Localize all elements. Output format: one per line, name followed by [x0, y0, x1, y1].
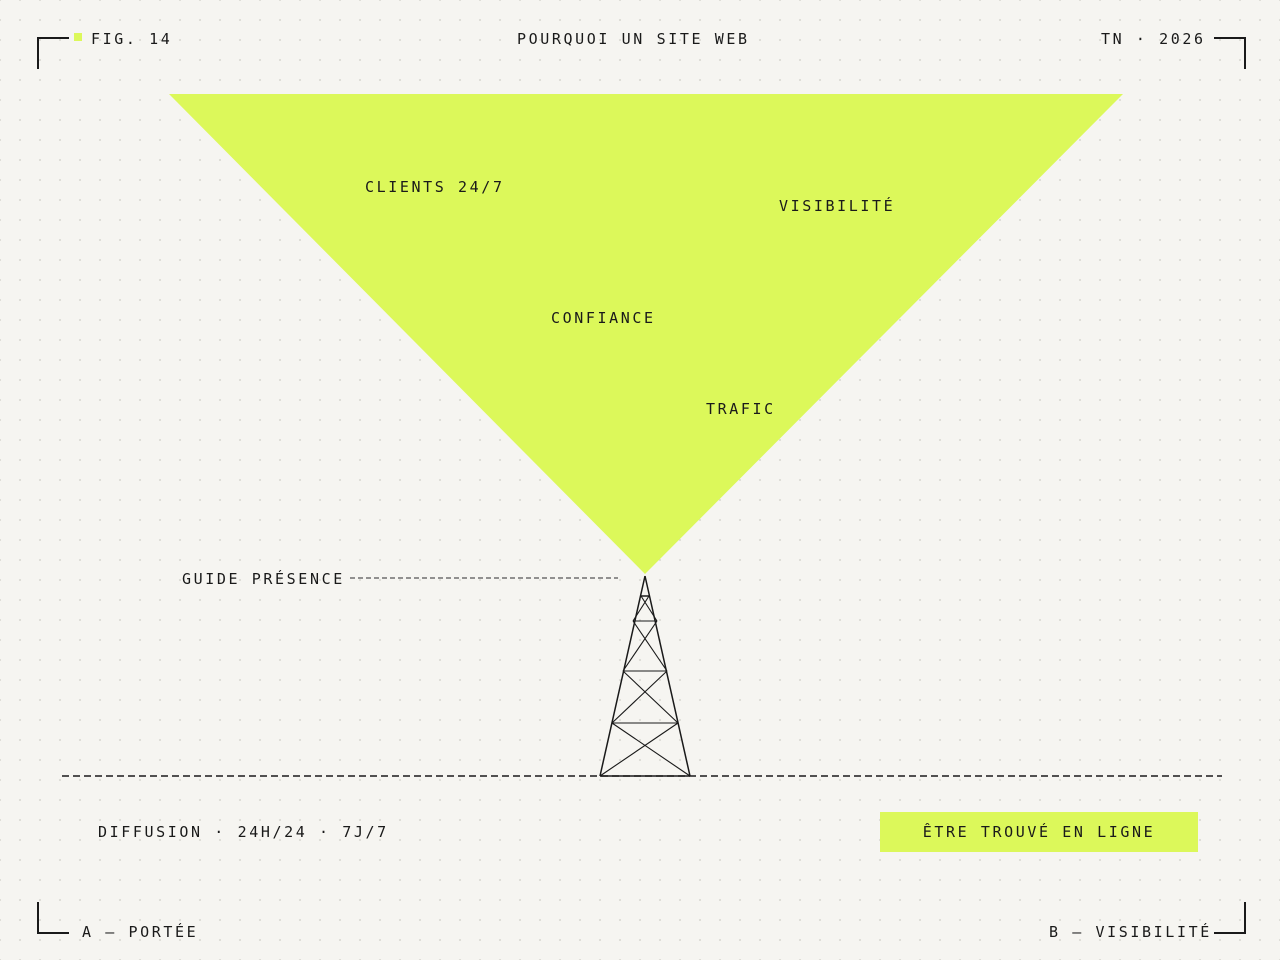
cta-button[interactable]: ÊTRE TROUVÉ EN LIGNE — [880, 812, 1198, 852]
footer-left-label: A — PORTÉE — [82, 923, 199, 941]
cone-label-confiance: CONFIANCE — [551, 309, 656, 327]
corner-bracket-bottom-left — [37, 902, 69, 934]
accent-square-icon — [74, 33, 82, 41]
cone-label-clients: CLIENTS 24/7 — [365, 178, 505, 196]
figure-label: FIG. 14 — [91, 30, 173, 48]
cone-label-visibilite: VISIBILITÉ — [779, 197, 896, 215]
corner-bracket-top-right — [1214, 37, 1246, 69]
transmission-tower-icon — [599, 575, 691, 777]
visibility-cone — [169, 94, 1123, 574]
footer-right-label: B — VISIBILITÉ — [1049, 923, 1212, 941]
corner-bracket-top-left — [37, 37, 69, 69]
cone-label-trafic: TRAFIC — [706, 400, 776, 418]
page-title: POURQUOI UN SITE WEB — [517, 30, 750, 48]
header-meta: TN · 2026 — [1101, 30, 1206, 48]
corner-bracket-bottom-right — [1214, 902, 1246, 934]
guide-label: GUIDE PRÉSENCE — [182, 570, 345, 588]
broadcast-text: DIFFUSION · 24H/24 · 7J/7 — [98, 823, 389, 841]
